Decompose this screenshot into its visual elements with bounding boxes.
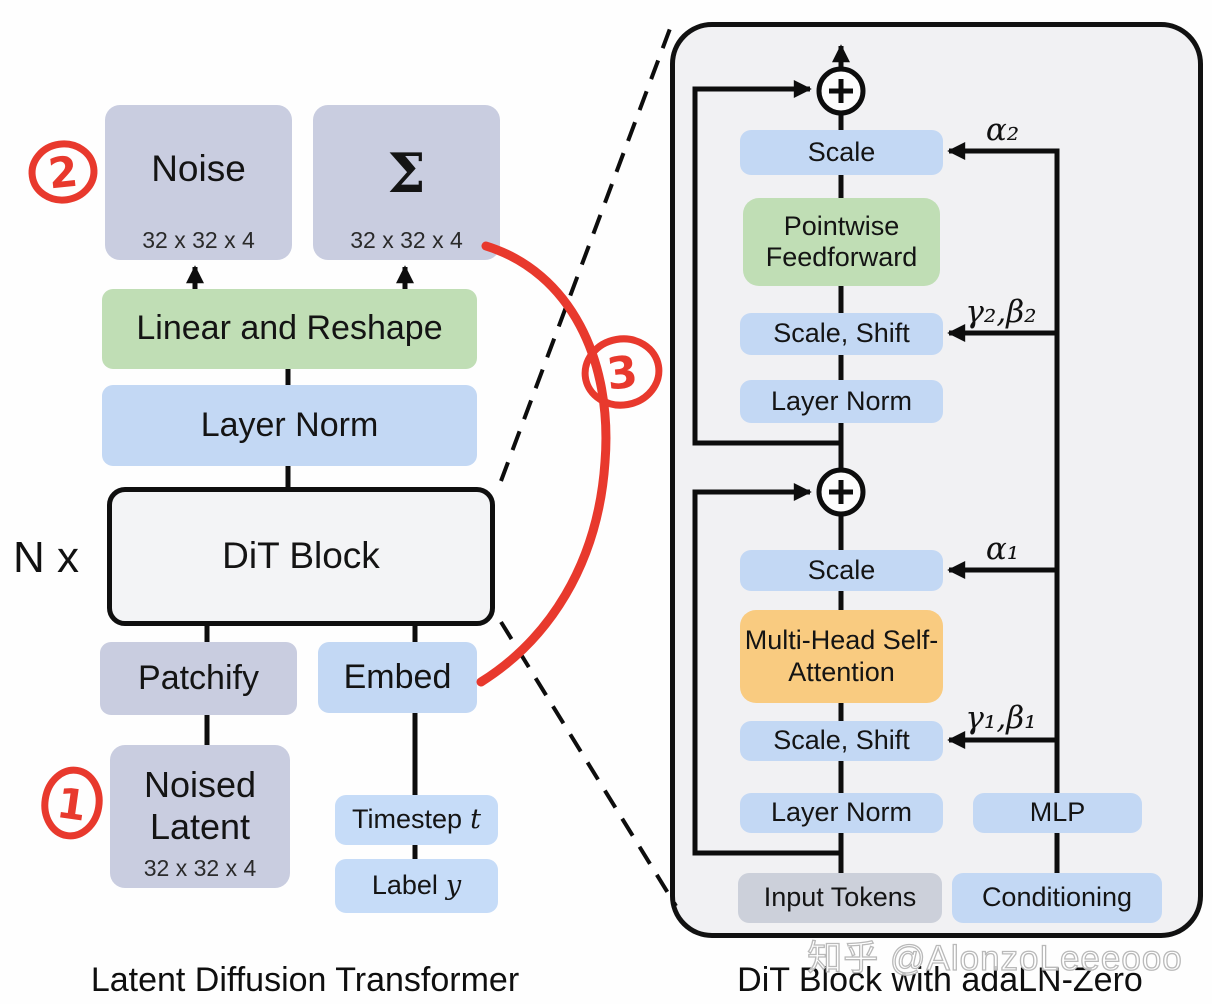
scale-top-box: Scale [740,130,943,175]
pointwise-feedforward-label: Pointwise Feedforward [765,210,918,272]
svg-text:2: 2 [46,147,80,199]
sigma-dims: 32 x 32 x 4 [350,226,463,253]
scale-shift-bottom-box: Scale, Shift [740,721,943,761]
mlp-box: MLP [973,793,1142,833]
embed-box: Embed [318,642,477,713]
timestep-label: Timestep [352,804,463,835]
right-caption: DiT Block with adaLN-Zero [737,961,1143,999]
scale-shift-top-box: Scale, Shift [740,313,943,355]
sigma-output-box: Σ 32 x 32 x 4 [313,105,500,260]
left-caption: Latent Diffusion Transformer [90,961,520,999]
layer-norm-final-box: Layer Norm [102,385,477,466]
mhsa-box: Multi-Head Self-Attention [740,610,943,703]
noised-latent-label: Noised Latent [143,764,257,847]
pointwise-feedforward-box: Pointwise Feedforward [743,198,940,286]
noise-label: Noise [151,148,246,190]
step-2-circle-annotation: 2 [28,140,98,204]
step-1-circle-annotation: 1 [41,766,103,840]
gamma-beta2-label: γ₂,β₂ [965,294,1037,330]
patchify-box: Patchify [100,642,297,715]
noise-dims: 32 x 32 x 4 [142,226,255,253]
plus-icon [816,66,866,116]
alpha2-label: α₂ [985,112,1020,148]
scale-bottom-box: Scale [740,550,943,591]
timestep-variable: t [470,804,481,836]
input-tokens-box: Input Tokens [738,873,942,923]
dit-block-box: DiT Block [107,487,495,626]
sigma-label: Σ [387,141,426,206]
watermark: 知乎 @AlonzoLeeeooo [807,938,1183,978]
step-3-circle-annotation: 3 [581,335,663,409]
gamma-beta1-label: γ₁,β₁ [965,700,1037,736]
alpha1-label: α₁ [985,531,1020,567]
linear-reshape-box: Linear and Reshape [102,289,477,369]
zoom-guide-lines [499,25,678,908]
layer-norm-top-box: Layer Norm [740,380,943,423]
conditioning-box: Conditioning [952,873,1162,923]
n-times-label: N x [13,533,79,582]
hand-drawn-curve-annotation [476,241,611,687]
class-label: Label [371,870,438,901]
plus-icon [816,467,866,517]
svg-text:1: 1 [54,778,90,831]
layer-norm-bottom-box: Layer Norm [740,793,943,833]
mhsa-label: Multi-Head Self-Attention [744,625,939,687]
noised-latent-box: Noised Latent 32 x 32 x 4 [110,745,290,888]
noised-latent-dims: 32 x 32 x 4 [143,854,257,881]
svg-text:3: 3 [604,347,640,401]
noise-output-box: Noise 32 x 32 x 4 [105,105,292,260]
class-variable: y [445,870,462,902]
